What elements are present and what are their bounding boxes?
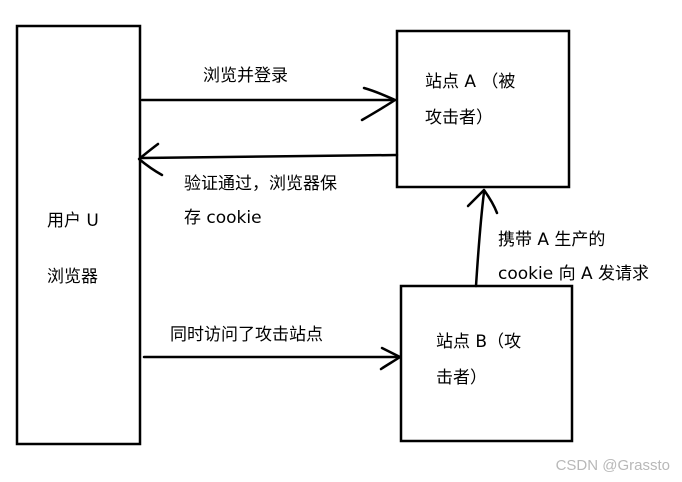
site-b-line2: 击者）	[436, 368, 487, 388]
site-a-line1: 站点 A （被	[425, 72, 516, 92]
site-b-label: 站点 B（攻 击者）	[436, 324, 521, 396]
site-b-line1: 站点 B（攻	[436, 332, 522, 352]
edge-label-forged-line2: cookie 向 A 发请求	[498, 264, 650, 284]
arrow-forged-request	[466, 188, 499, 288]
watermark: CSDN @Grassto	[555, 457, 670, 474]
site-a-box	[395, 29, 571, 189]
edge-label-verify-line2: 存 cookie	[184, 208, 262, 228]
user-browser-box	[15, 24, 142, 446]
edge-label-visit-attacker: 同时访问了攻击站点	[170, 325, 323, 345]
arrow-browse-login	[140, 86, 397, 122]
edge-label-forged-request: 携带 A 生产的 cookie 向 A 发请求	[498, 223, 649, 291]
edge-label-browse-login: 浏览并登录	[203, 66, 288, 86]
arrow-verify-cookie	[137, 142, 399, 177]
edge-label-forged-line1: 携带 A 生产的	[498, 230, 606, 250]
arrow-visit-attacker	[142, 346, 402, 371]
user-browser-line2: 浏览器	[47, 267, 98, 287]
site-b-box	[399, 284, 574, 443]
edge-label-verify-line1: 验证通过，浏览器保	[184, 174, 337, 194]
site-a-label: 站点 A （被 攻击者）	[425, 64, 515, 136]
user-browser-line1: 用户 U	[47, 211, 99, 231]
edge-label-verify: 验证通过，浏览器保 存 cookie	[184, 167, 337, 235]
user-browser-label: 用户 U 浏览器	[47, 203, 99, 295]
site-a-line2: 攻击者）	[425, 108, 493, 128]
